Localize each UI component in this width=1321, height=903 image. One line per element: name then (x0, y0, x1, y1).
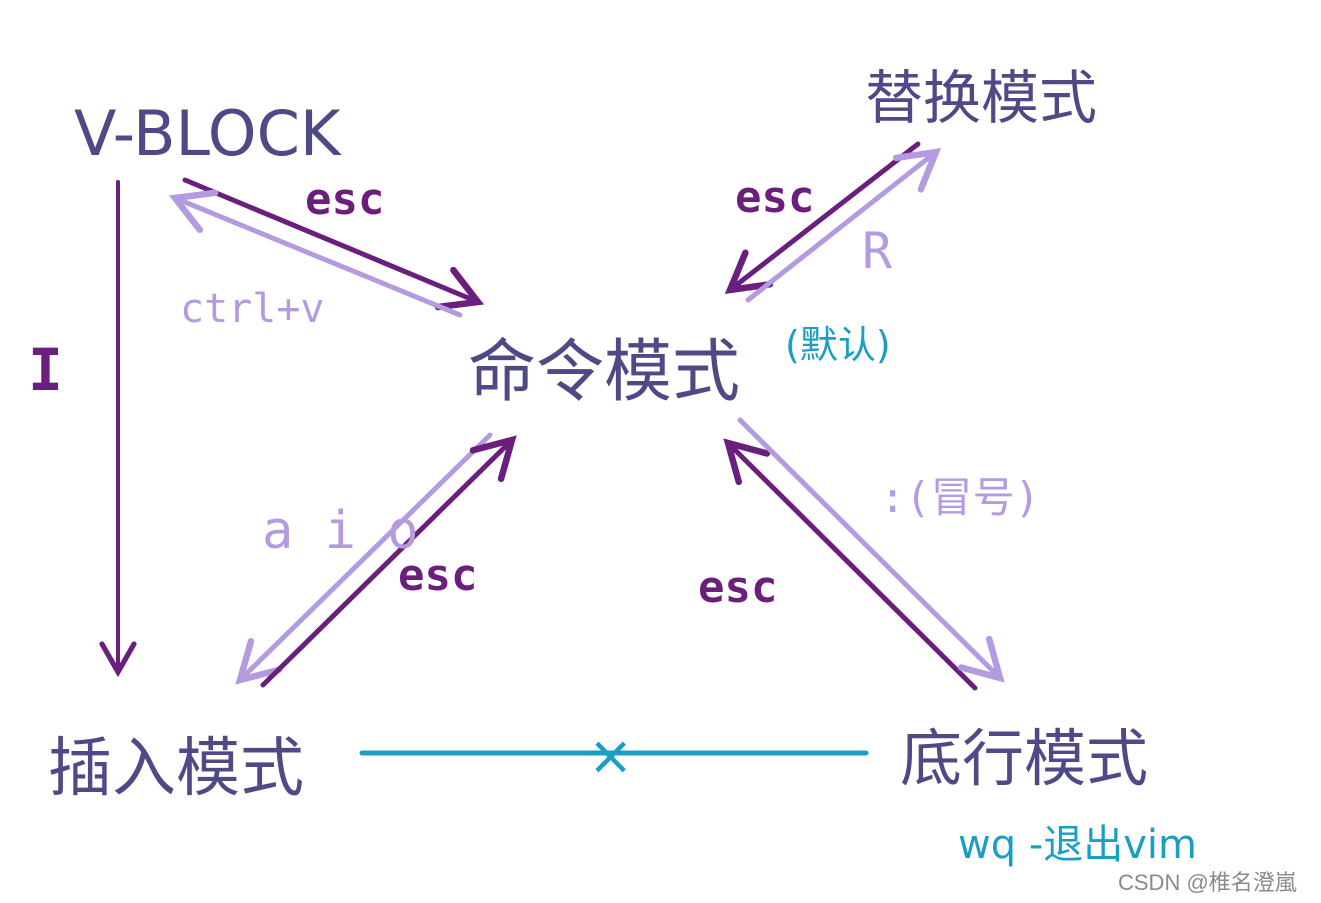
label-insert-lastline-blocked: × (588, 724, 633, 787)
arrow-command-to-lastline (737, 417, 1005, 683)
node-lastline-note: wq -退出vim (958, 822, 1197, 868)
arrow-insert-to-command (260, 435, 517, 688)
arrow-replace-to-command (724, 141, 921, 295)
node-command-mode: 命令模式 (468, 333, 740, 412)
arrows (99, 141, 1005, 756)
mode-nodes: V-BLOCK 替换模式 命令模式 (默认) 插入模式 底行模式 wq -退出v… (48, 64, 1197, 868)
arrow-command-to-vblock (168, 189, 463, 318)
label-command-to-vblock: ctrl+v (180, 286, 325, 332)
arrow-lastline-to-command (723, 438, 978, 691)
label-insert-to-command: esc (398, 550, 477, 601)
label-lastline-to-command: esc (698, 562, 777, 613)
node-vblock: V-BLOCK (74, 97, 342, 170)
label-vblock-to-insert: I (28, 336, 63, 404)
edge-labels: esc ctrl+v I esc R a i o esc :(冒号) esc × (28, 172, 1040, 787)
node-command-note: (默认) (785, 323, 891, 367)
arrow-command-to-insert (235, 432, 493, 685)
node-insert-mode: 插入模式 (48, 732, 304, 806)
arrow-vblock-to-command (182, 177, 485, 311)
label-command-to-replace: R (862, 222, 893, 280)
node-replace-mode: 替换模式 (865, 64, 1097, 132)
watermark: CSDN @椎名澄嵐 (1118, 870, 1297, 895)
label-vblock-to-command: esc (305, 174, 384, 225)
label-command-to-lastline: :(冒号) (880, 473, 1040, 522)
label-command-to-insert: a i o (262, 501, 419, 561)
node-lastline-mode: 底行模式 (900, 722, 1148, 795)
arrow-command-to-replace (745, 147, 942, 303)
label-replace-to-command: esc (735, 172, 814, 223)
